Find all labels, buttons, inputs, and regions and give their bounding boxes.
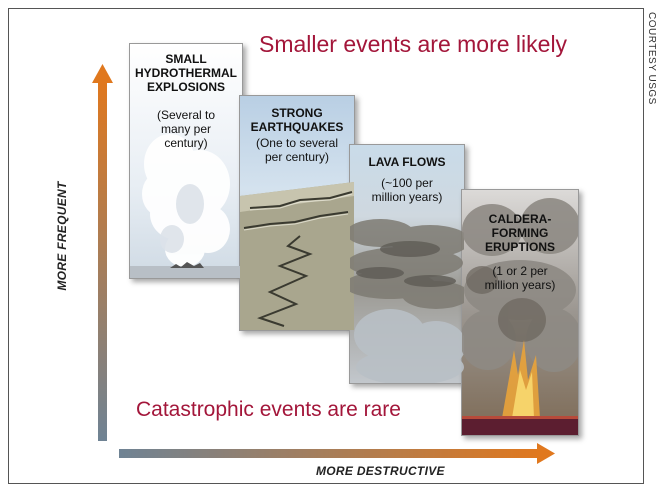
- card-note-line: (1 or 2 per: [492, 264, 548, 278]
- card-note-line: million years): [484, 278, 556, 292]
- y-axis-arrowhead: [92, 64, 113, 83]
- steam-plume-illustration: [130, 134, 242, 278]
- lava-flow-illustration: [350, 219, 464, 383]
- card-hydrothermal-explosions: SMALL HYDROTHERMAL EXPLOSIONS (Several t…: [129, 43, 243, 279]
- y-axis-label: MORE FREQUENT: [55, 181, 69, 291]
- card-note-line: (One to several: [255, 136, 339, 150]
- card-note-line: many per: [160, 122, 212, 136]
- card-lava-flows: LAVA FLOWS (~100 per million years): [349, 144, 465, 384]
- card-title-line: STRONG: [271, 106, 323, 120]
- card-title-line: SMALL: [165, 52, 207, 66]
- headline-bottom: Catastrophic events are rare: [136, 398, 401, 421]
- image-credit: COURTESY USGS: [646, 12, 657, 105]
- card-title-line: HYDROTHERMAL: [135, 66, 237, 80]
- x-axis-label: MORE DESTRUCTIVE: [316, 464, 445, 478]
- card-note-line: per century): [264, 150, 330, 164]
- headline-top: Smaller events are more likely: [259, 31, 568, 57]
- card-note-line: (Several to: [156, 108, 216, 122]
- ground-fissure-illustration: [240, 182, 354, 330]
- card-note-line: century): [164, 136, 208, 150]
- card-strong-earthquakes: STRONG EARTHQUAKES (One to several per c…: [239, 95, 355, 331]
- card-title-line: EXPLOSIONS: [146, 80, 226, 94]
- y-axis-bar: [98, 81, 107, 441]
- card-caldera-forming-eruptions: CALDERA- FORMING ERUPTIONS (1 or 2 per m…: [461, 189, 579, 436]
- card-title-line: EARTHQUAKES: [250, 120, 344, 134]
- x-axis-arrowhead: [537, 443, 555, 464]
- card-title-line: LAVA FLOWS: [368, 155, 446, 169]
- card-title-line: ERUPTIONS: [484, 240, 555, 254]
- figure-frame: SMALL HYDROTHERMAL EXPLOSIONS (Several t…: [8, 8, 644, 484]
- axes: [92, 64, 555, 464]
- x-axis-bar: [119, 449, 539, 458]
- card-note-line: (~100 per: [381, 176, 433, 190]
- card-title-line: CALDERA-: [488, 212, 552, 226]
- card-note-line: million years): [371, 190, 443, 204]
- eruption-illustration: [462, 198, 578, 435]
- card-title-line: FORMING: [491, 226, 549, 240]
